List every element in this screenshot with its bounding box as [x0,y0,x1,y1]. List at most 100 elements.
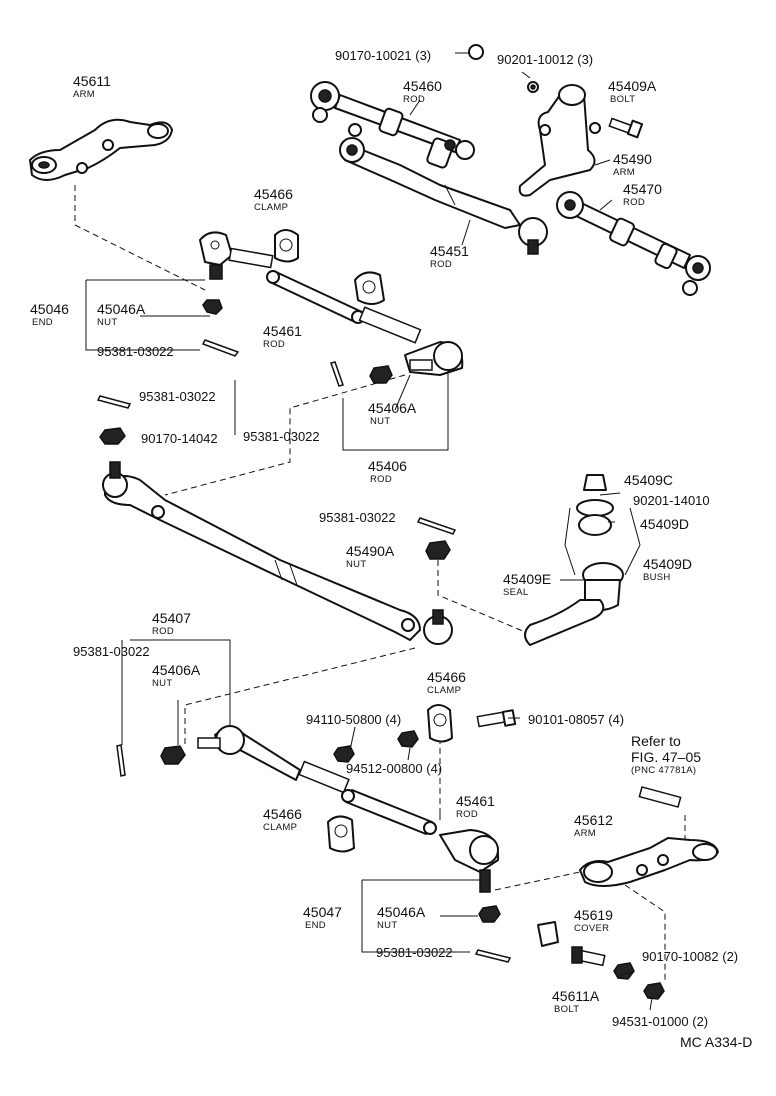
label-45407: 45407 [152,610,191,626]
label-95381-a: 95381-03022 [97,344,174,359]
label-45406A-top-name: NUT [370,416,390,427]
label-95381-e: 95381-03022 [73,644,150,659]
label-45461-top-name: ROD [263,339,285,350]
label-94110-50800: 94110-50800 (4) [306,712,401,727]
label-45406: 45406 [368,458,407,474]
label-45466-bot-name: CLAMP [263,822,297,833]
leader-lines [85,52,653,1011]
cotter-pin-c [330,361,344,387]
rod-45407 [160,725,350,794]
label-45490-name: ARM [613,167,635,178]
label-45461-top: 45461 [263,323,302,339]
label-94531-01000: 94531-01000 (2) [612,1014,708,1029]
label-45406A-top: 45406A [368,400,417,416]
label-45406A-bot-name: NUT [152,678,172,689]
label-45611: 45611 [73,73,111,89]
label-90170-14042: 90170-14042 [141,431,218,446]
label-45046A-bot: 45046A [377,904,426,920]
label-45046A-bot-name: NUT [377,920,397,931]
label-45046A-top: 45046A [97,301,146,317]
label-45407-name: ROD [152,626,174,637]
label-45466-mid: 45466 [427,669,466,685]
rod-45460 [310,81,475,169]
label-45466-top-name: CLAMP [254,202,288,213]
label-90201-10012: 90201-10012 (3) [497,52,593,67]
label-45409C: 45409C [624,472,673,488]
label-45611A-name: BOLT [554,1004,579,1015]
label-95381-b: 95381-03022 [139,389,216,404]
bolt-reference [638,786,682,808]
cotter-pin-e [116,744,126,777]
center-relay-rod [102,461,453,645]
label-45611A: 45611A [552,988,600,1004]
reference-line2: FIG. 47–05 [631,749,701,765]
label-45409D-a: 45409D [640,516,689,532]
label-45406A-bot: 45406A [152,662,201,678]
label-45451-name: ROD [430,259,452,270]
arm-45611 [29,118,173,181]
part-labels: 90170-10021 (3) 90201-10012 (3) 45611 AR… [30,48,752,1050]
nut-94110-50800 [333,745,355,763]
washer-94512-00800 [397,730,419,748]
label-95381-d: 95381-03022 [319,510,396,525]
nut-90170-10082 [613,962,635,980]
assembly-guide-lines [74,185,686,980]
rod-45451 [339,123,548,255]
label-90101-08057: 90101-08057 (4) [528,712,624,727]
label-94512-00800: 94512-00800 (4) [346,761,442,776]
clamp-45466-mid [427,704,453,743]
label-45490A: 45490A [346,543,395,559]
label-45409A-name: BOLT [610,94,635,105]
washer-94531-01000 [643,982,665,1000]
label-90170-10021: 90170-10021 (3) [335,48,431,63]
label-45466-mid-name: CLAMP [427,685,461,696]
label-45470: 45470 [623,181,662,197]
label-90170-10082: 90170-10082 (2) [642,949,738,964]
label-45460-name: ROD [403,94,425,105]
arm-45490 [468,44,601,197]
reference-line3: (PNC 47781A) [631,765,696,776]
end-45047 [439,829,501,923]
nut-45490A [425,540,451,560]
rod-45461-bot [341,789,437,835]
diagram-id: MC A334-D [680,1034,752,1050]
label-45612-name: ARM [574,828,596,839]
label-45409D-b: 45409D [643,556,692,572]
clamp-45466-bot [327,815,355,853]
label-45466-bot: 45466 [263,806,302,822]
cotter-pin-b [96,395,132,409]
label-45046: 45046 [30,301,69,317]
label-45470-name: ROD [623,197,645,208]
rod-45461-top [266,270,422,344]
end-45046 [199,231,274,315]
nut-90170-14042 [99,427,126,445]
label-45466-top: 45466 [254,186,293,202]
label-45047: 45047 [303,904,342,920]
label-45046A-top-name: NUT [97,317,117,328]
label-45406-name: ROD [370,474,392,485]
label-45046-name: END [32,317,53,328]
label-45619-name: COVER [574,923,609,934]
label-45490A-name: NUT [346,559,366,570]
idler-arm-assembly [524,474,624,646]
label-45619: 45619 [574,907,613,923]
cotter-pin-d [416,517,457,535]
label-45409D-b-name: BUSH [643,572,671,583]
cover-45619 [537,921,559,947]
label-45047-name: END [305,920,326,931]
arm-45612 [579,837,719,887]
label-45611-name: ARM [73,89,95,100]
label-45490: 45490 [613,151,652,167]
label-45409E: 45409E [503,571,551,587]
clamp-upper-rod [354,271,385,305]
cotter-pin-a [201,339,240,357]
label-45451: 45451 [430,243,469,259]
label-45461-bot-name: ROD [456,809,478,820]
cotter-pin-f [474,949,512,963]
label-45612: 45612 [574,812,613,828]
label-45461-bot: 45461 [456,793,495,809]
clamp-45466-top [274,229,299,263]
bolt-45409A [608,117,644,139]
label-45460: 45460 [403,78,442,94]
